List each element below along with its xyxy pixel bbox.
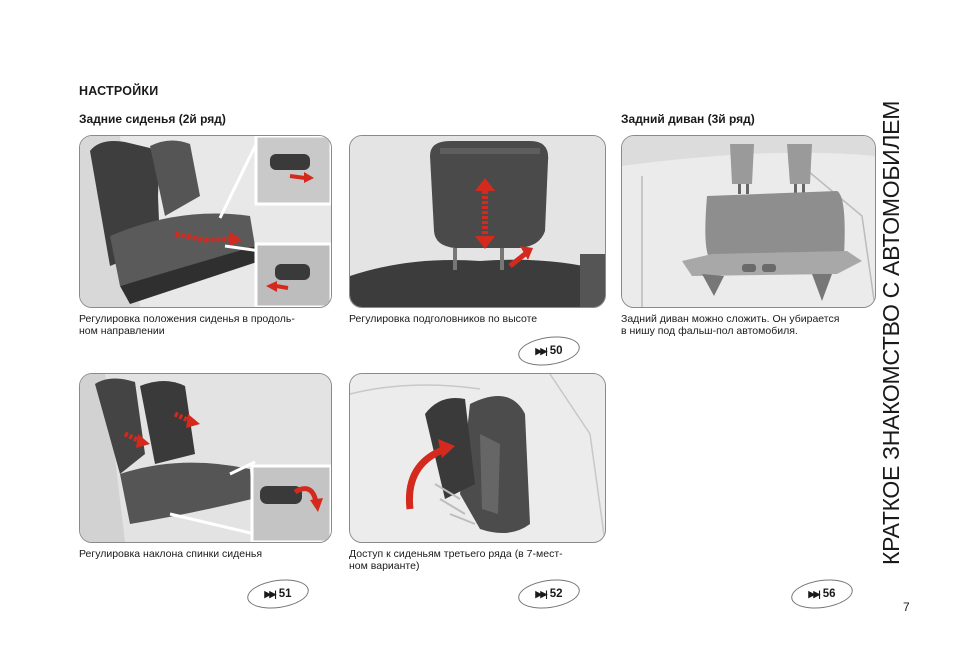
page-ref-50[interactable]: ▶▶|50 (516, 332, 582, 370)
page-ref-52[interactable]: ▶▶|52 (516, 575, 582, 613)
page-number: 7 (903, 600, 910, 614)
seat-recline-illustration (79, 373, 332, 543)
seat-slide-illustration (79, 135, 332, 308)
page-reference-icon: ▶▶| (808, 588, 820, 599)
page-ref-51[interactable]: ▶▶|51 (245, 575, 311, 613)
page-reference-icon: ▶▶| (535, 345, 547, 356)
headrest-illustration (349, 135, 606, 308)
third-row-access-illustration (349, 373, 606, 543)
caption-recline: Регулировка наклона спинки сиденья (79, 548, 263, 560)
page-ref-56[interactable]: ▶▶|56 (789, 575, 855, 613)
page-reference-icon: ▶▶| (535, 588, 547, 599)
side-chapter-title: КРАТКОЕ ЗНАКОМСТВО С АВТОМОБИЛЕМ (878, 100, 904, 565)
section-title: НАСТРОЙКИ (79, 84, 159, 98)
page-reference-icon: ▶▶| (264, 588, 276, 599)
subheading-rear-seats: Задние сиденья (2й ряд) (79, 112, 226, 126)
caption-seat-slide: Регулировка положения сиденья в продоль-… (79, 313, 295, 337)
subheading-rear-bench: Задний диван (3й ряд) (621, 112, 755, 126)
caption-rear-bench: Задний диван можно сложить. Он убирается… (621, 313, 840, 337)
caption-third-row-access: Доступ к сиденьям третьего ряда (в 7-мес… (349, 548, 563, 572)
rear-bench-illustration (621, 135, 876, 308)
caption-headrest: Регулировка подголовников по высоте (349, 313, 538, 325)
